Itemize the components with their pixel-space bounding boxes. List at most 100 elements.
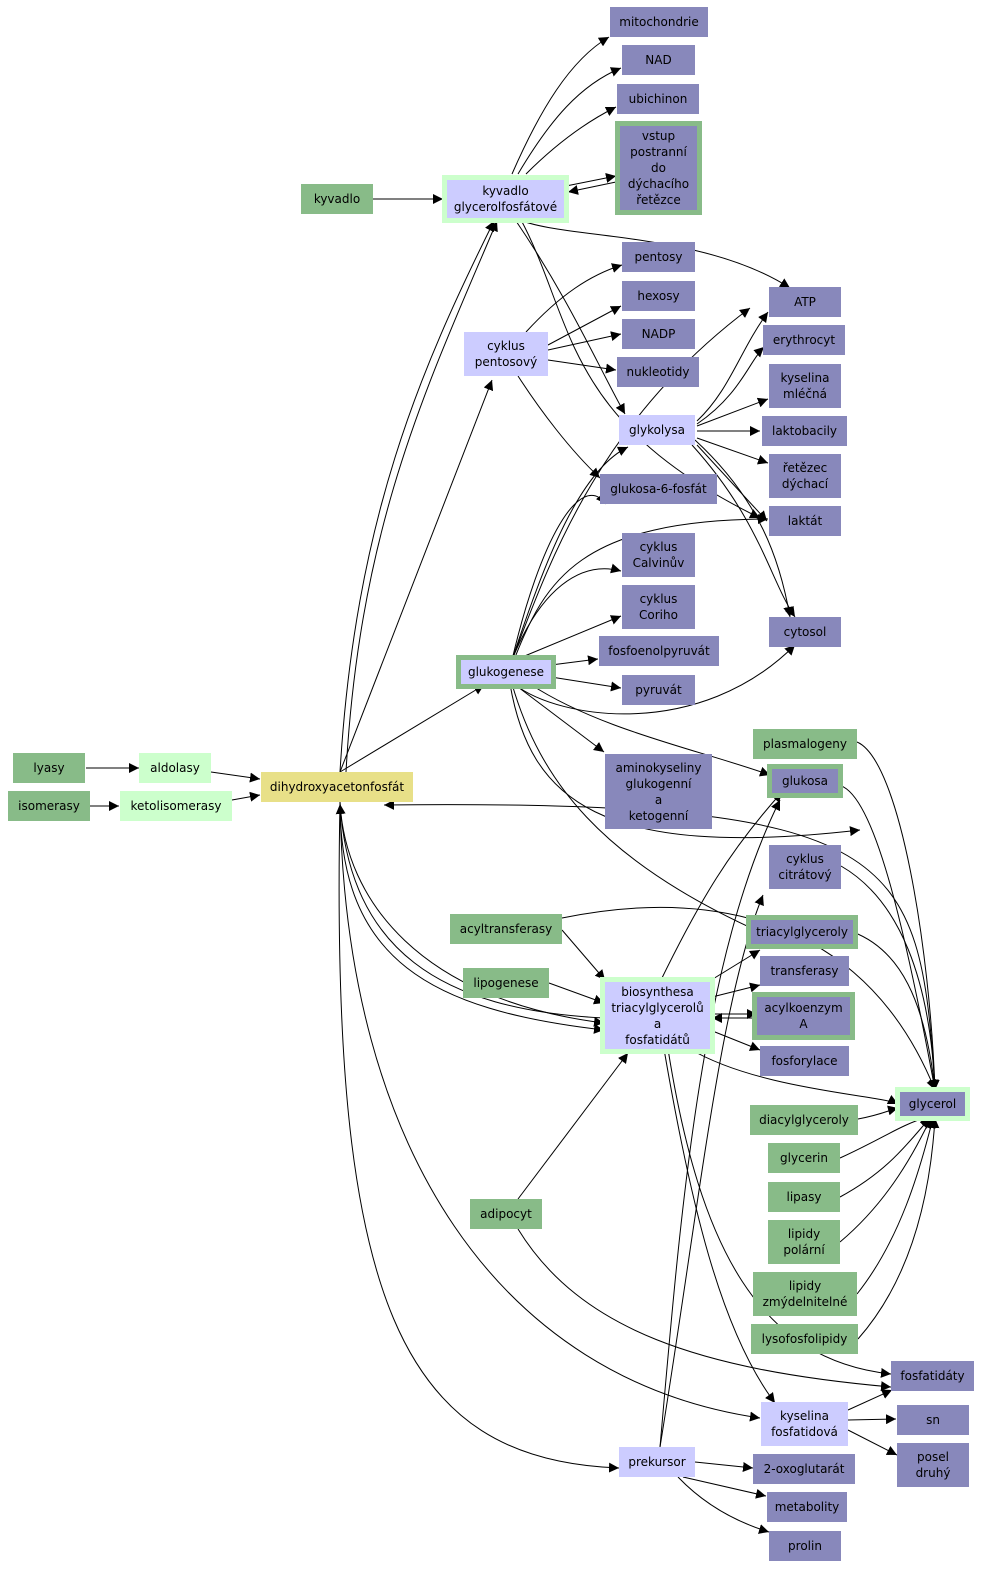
edge-arrow [511,493,607,661]
node-glukosa[interactable]: glukosa [772,769,838,793]
edge-arrow [847,1414,897,1425]
node-laktobacily[interactable]: laktobacily [762,416,847,446]
edge-arrow [565,173,617,187]
edge-arrow [513,683,605,753]
node-mitochondrie[interactable]: mitochondrie [610,7,708,37]
edge-arrow [517,67,622,175]
edge-arrow [511,446,629,661]
node-cytosol[interactable]: cytosol [769,617,841,647]
node-biosynthesa[interactable]: biosynthesa triacylglycerolů a fosfatidá… [605,982,710,1049]
node-nadp[interactable]: NADP [622,319,695,349]
edge-arrow [561,929,606,981]
node-pyruvat[interactable]: pyruvát [622,675,695,705]
node-cyklus-citratovy[interactable]: cyklus citrátový [769,845,841,889]
node-cyklus-calvinuv[interactable]: cyklus Calvinův [622,533,695,577]
edge-arrow [847,1429,898,1456]
node-transferasy[interactable]: transferasy [760,956,849,986]
node-lipidy-zmydelnitelne[interactable]: lipidy zmýdelnitelné [753,1272,857,1316]
edge-arrow [550,655,599,666]
edge-arrow [511,36,610,175]
node-glukosa-6-fosfat[interactable]: glukosa-6-fosfát [600,474,717,504]
edge-arrow [707,949,761,983]
node-diacylglyceroly[interactable]: diacylglyceroly [750,1105,858,1135]
node-glycerin[interactable]: glycerin [768,1143,840,1173]
node-prolin[interactable]: prolin [769,1531,841,1561]
node-retezec-dychaci[interactable]: řetězec dýchací [769,454,841,498]
node-aminokyseliny[interactable]: aminokyseliny glukogenní a ketogenní [605,754,712,829]
edge-arrow [517,1228,892,1392]
node-acylkoenzym-a[interactable]: acylkoenzym A [757,997,850,1035]
edge-arrow [682,1476,767,1499]
edge-arrow [696,444,768,522]
node-triacylglyceroly[interactable]: triacylglyceroly [751,920,853,944]
edge-arrow [513,217,626,415]
edge-arrow [677,1476,770,1534]
edge-arrow [659,894,764,1448]
node-plasmalogeny[interactable]: plasmalogeny [753,729,857,759]
edge-arrow [339,379,494,773]
edge-arrow [210,771,261,783]
node-glukogenese[interactable]: glukogenese [461,660,551,684]
node-kyselina-mlecna[interactable]: kyselina mléčná [769,364,841,408]
node-nad[interactable]: NAD [622,45,695,75]
node-ubichinon[interactable]: ubichinon [617,84,699,114]
edge-arrow [339,801,605,1027]
edge-arrow [847,1389,893,1411]
node-erythrocyt[interactable]: erythrocyt [763,325,845,355]
node-lipidy-polarni[interactable]: lipidy polární [768,1220,840,1264]
node-lyasy[interactable]: lyasy [13,753,85,783]
edge-arrow [550,676,622,692]
node-lipasy[interactable]: lipasy [768,1182,840,1212]
node-vstup[interactable]: vstup postranní do dýchacího řetězce [620,126,697,210]
node-cyklus-coriho[interactable]: cyklus Coriho [622,585,695,629]
edge-arrow [696,397,769,427]
edge-arrow [548,982,605,1005]
edge-arrow [529,683,771,777]
edge-arrow [525,263,623,333]
node-glycerol[interactable]: glycerol [900,1092,965,1116]
node-prekursor[interactable]: prekursor [619,1447,695,1477]
edge-arrow [659,791,783,983]
edge-arrow [663,1048,776,1404]
edge-arrow [694,1461,754,1472]
node-metabolity[interactable]: metabolity [767,1492,847,1522]
node-lipogenese[interactable]: lipogenese [463,968,549,998]
node-posel-druhy[interactable]: posel druhý [897,1443,969,1487]
edge-arrow [339,684,485,773]
edge-arrow [509,683,861,839]
edge-arrow [547,305,622,346]
node-lysofosfolipidy[interactable]: lysofosfolipidy [751,1324,858,1354]
node-pentosy[interactable]: pentosy [622,242,695,272]
edge-arrow [709,1029,761,1051]
node-acyltransferasy[interactable]: acyltransferasy [450,914,562,944]
node-glykolysa[interactable]: glykolysa [619,415,695,445]
node-laktat[interactable]: laktát [769,506,841,536]
node-cyklus-pentosovy[interactable]: cyklus pentosový [464,332,548,376]
node-sn[interactable]: sn [897,1405,969,1435]
node-aldolasy[interactable]: aldolasy [139,753,211,783]
edge-arrow [667,1048,892,1378]
node-atp[interactable]: ATP [769,287,841,317]
edge-arrow [511,563,622,661]
edge-arrow [513,514,769,661]
node-adipocyt[interactable]: adipocyt [470,1199,542,1229]
node-nukleotidy[interactable]: nukleotidy [617,357,699,387]
node-ketolisomerasy[interactable]: ketolisomerasy [120,791,232,821]
edge-arrow [339,220,495,773]
node-fosforylace[interactable]: fosforylace [760,1046,849,1076]
node-hexosy[interactable]: hexosy [622,281,695,311]
edge-arrow [514,615,622,661]
node-kyvadlo-glycerolfosfatove[interactable]: kyvadlo glycerolfosfátové [447,180,564,218]
node-isomerasy[interactable]: isomerasy [8,791,90,821]
node-dihydroxyacetonfosfat[interactable]: dihydroxyacetonfosfát [261,772,413,802]
edge-arrow [561,907,936,1091]
node-kyvadlo[interactable]: kyvadlo [301,184,373,214]
node-fosfatidaty[interactable]: fosfatidáty [891,1361,974,1391]
node-kyselina-fosfatidova[interactable]: kyselina fosfatidová [761,1402,848,1446]
node-fosfoenolpyruvat[interactable]: fosfoenolpyruvát [599,636,719,666]
edge-arrow [511,307,751,661]
node-2-oxoglutarat[interactable]: 2-oxoglutarát [753,1454,855,1484]
edge-arrow [547,359,617,374]
